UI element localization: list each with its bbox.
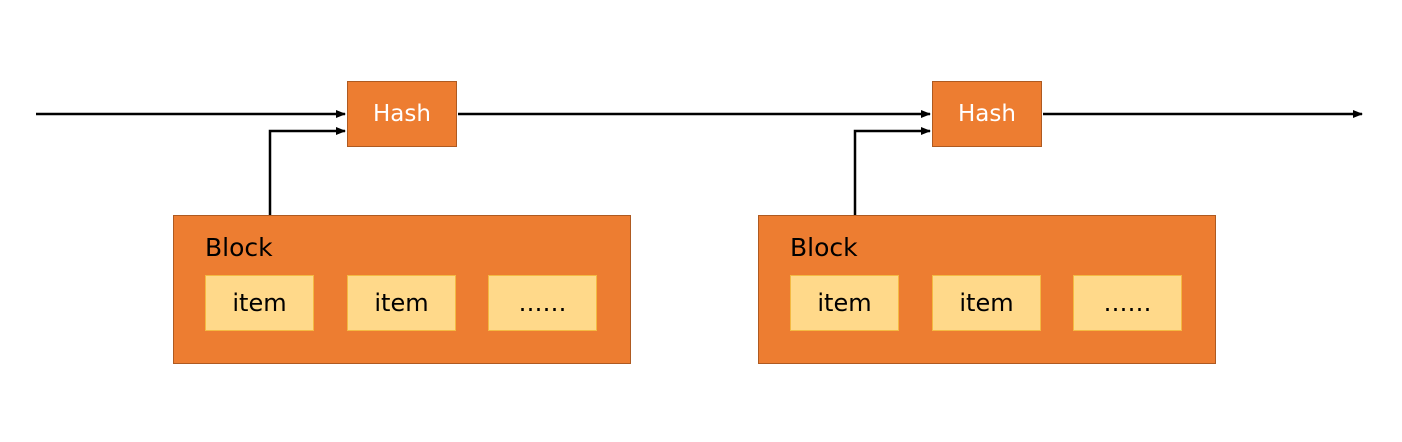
hash-label-2: Hash <box>958 101 1016 127</box>
block-label-2: Block <box>790 233 858 262</box>
hash-box-2: Hash <box>932 81 1042 147</box>
item-label: item <box>374 289 429 317</box>
block-1-item-ellipsis: …… <box>488 275 597 331</box>
hash-label-1: Hash <box>373 101 431 127</box>
block-1-item-2: item <box>347 275 456 331</box>
block-1-to-hash-1-arrow <box>268 127 346 215</box>
item-label: …… <box>1103 289 1152 317</box>
block-2-to-hash-2-arrow <box>853 127 931 215</box>
item-label: item <box>959 289 1014 317</box>
item-label: item <box>817 289 872 317</box>
hash-box-1: Hash <box>347 81 457 147</box>
block-2-item-2: item <box>932 275 1041 331</box>
block-label-1: Block <box>205 233 273 262</box>
block-2-item-1: item <box>790 275 899 331</box>
item-label: item <box>232 289 287 317</box>
block-box-1: Block item item …… <box>173 215 631 364</box>
item-label: …… <box>518 289 567 317</box>
block-box-2: Block item item …… <box>758 215 1216 364</box>
block-2-item-ellipsis: …… <box>1073 275 1182 331</box>
block-1-item-1: item <box>205 275 314 331</box>
